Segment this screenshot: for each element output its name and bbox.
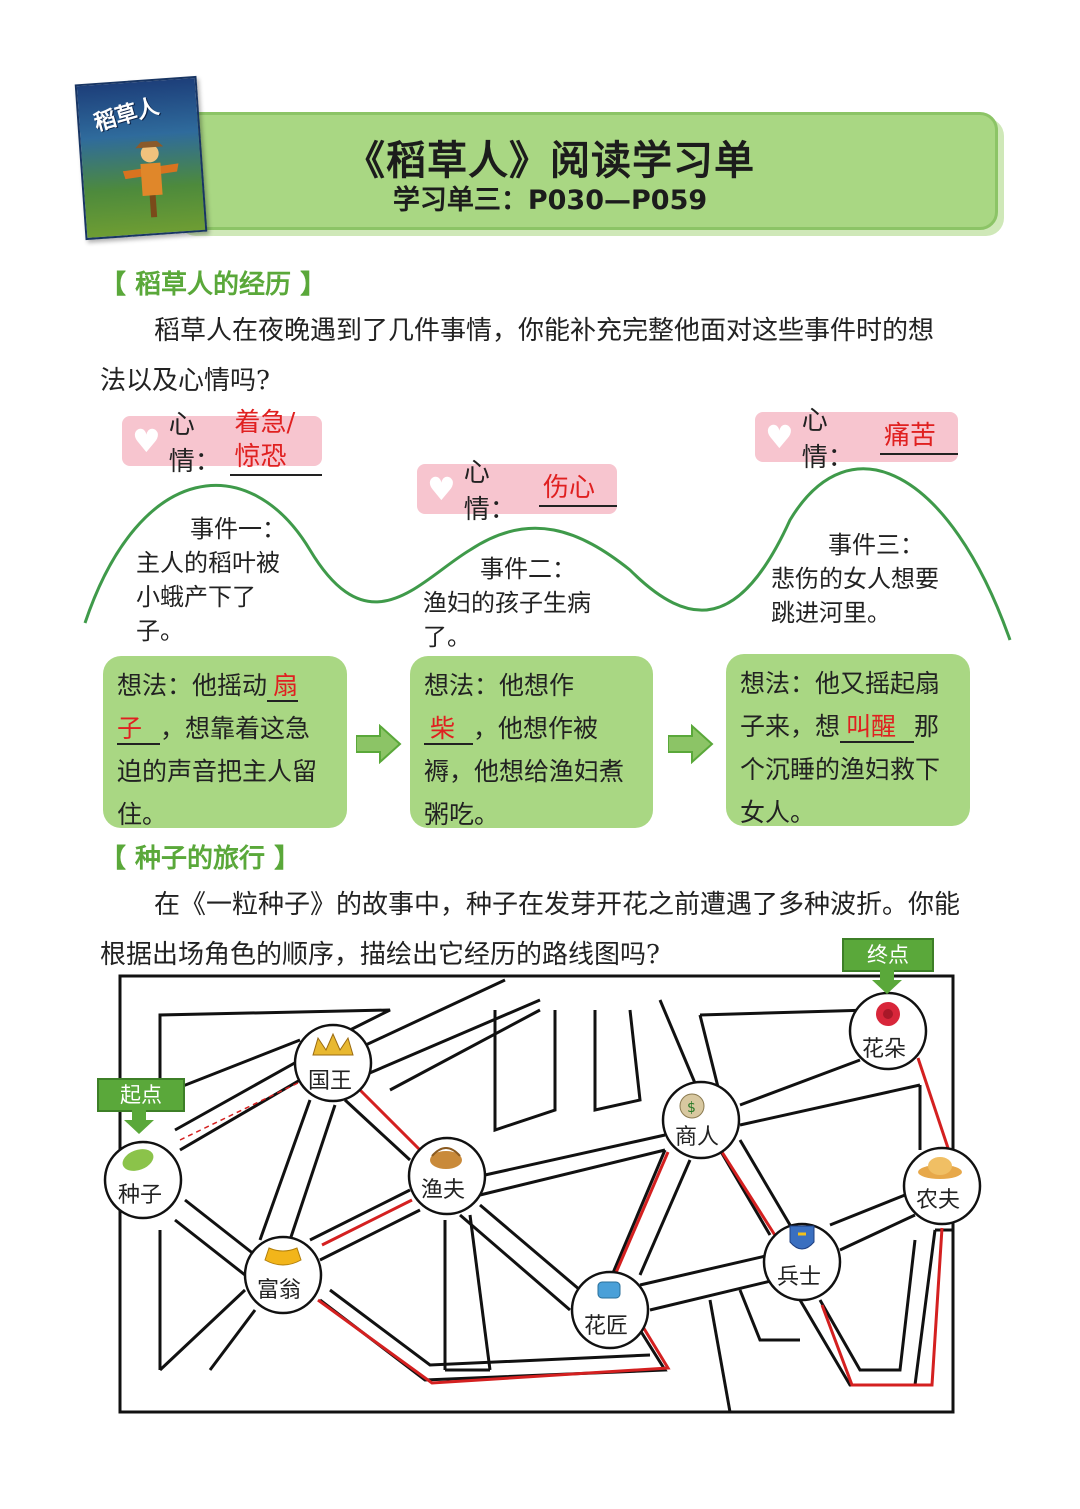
event-3-title: 事件三： (828, 531, 924, 559)
arrow-down-icon (872, 970, 902, 994)
thought-box-3: 想法：他又摇起扇子来，想叫醒那个沉睡的渔妇救下女人。 (726, 654, 970, 827)
node-label: 兵士 (777, 1265, 821, 1290)
node-rich-man (243, 1235, 323, 1315)
thought-answer: 叫醒 (840, 712, 915, 743)
node-soldier (762, 1222, 842, 1302)
mood-box-1: ♥ 心情： 着急/惊恐 (122, 408, 322, 477)
node-farmer (902, 1146, 982, 1226)
arrow-right-icon (668, 724, 714, 764)
node-label: 富翁 (257, 1278, 301, 1303)
event-2-title: 事件二： (480, 555, 576, 583)
svg-text:$: $ (687, 1100, 696, 1116)
thought-answer: 柴 (424, 714, 474, 745)
story-wave-line (83, 467, 1012, 641)
heart-icon: ♥ (765, 418, 794, 456)
node-king (293, 1023, 373, 1103)
thought-text-after: ，他想作被褥，他想给渔妇煮粥吃。 (424, 714, 625, 829)
page-subtitle: 学习单三：P030—P059 (392, 185, 708, 216)
node-seed (103, 1140, 183, 1220)
scarecrow-icon (122, 140, 179, 218)
thought-text-after: ，想靠着这急迫的声音把主人留住。 (117, 714, 318, 829)
node-label: 农夫 (916, 1188, 960, 1213)
heart-icon: ♥ (132, 422, 161, 460)
mood-label: 心情： (801, 406, 854, 473)
title-banner (172, 112, 998, 230)
section-heading-experience: 【 稻草人的经历 】 (100, 270, 327, 300)
thought-text-after: 那个沉睡的渔妇救下女人。 (740, 712, 941, 827)
section-heading-seed-journey: 【 种子的旅行 】 (100, 844, 301, 874)
node-fisherman (407, 1136, 487, 1216)
node-label: 渔夫 (421, 1178, 465, 1203)
node-flower (848, 991, 928, 1071)
section1-intro: 稻草人在夜晚遇到了几件事情，你能补充完整他面对这些事件时的想法以及心情吗? (100, 316, 935, 396)
mood-box-3: ♥ 心情： 痛苦 (755, 406, 958, 473)
event-3-text: 悲伤的女人想要跳进河里。 (771, 565, 939, 627)
node-label: 商人 (675, 1125, 719, 1150)
book-cover: 稻草人 (74, 75, 208, 241)
mood-box-2: ♥ 心情： 伤心 (417, 458, 617, 525)
node-label: 花朵 (862, 1037, 906, 1062)
mood-answer: 伤心 (539, 471, 617, 507)
thought-box-2: 想法：他想作柴，他想作被褥，他想给渔妇煮粥吃。 (410, 656, 653, 829)
end-tag: 终点 (842, 938, 934, 972)
section2-intro: 在《一粒种子》的故事中，种子在发芽开花之前遭遇了多种波折。你能根据出场角色的顺序… (100, 890, 961, 970)
page-title: 《稻草人》阅读学习单 (345, 138, 755, 184)
mood-answer: 痛苦 (880, 419, 958, 455)
start-tag: 起点 (97, 1078, 185, 1112)
arrow-right-icon (356, 724, 402, 764)
node-label: 种子 (118, 1183, 162, 1208)
thought-box-1: 想法：他摇动扇子，想靠着这急迫的声音把主人留住。 (103, 656, 347, 829)
node-gardener (570, 1270, 650, 1350)
arrow-down-icon (124, 1110, 154, 1134)
mood-answer: 着急/惊恐 (230, 406, 322, 476)
mood-label: 心情： (463, 458, 516, 525)
event-2-text: 渔妇的孩子生病了。 (423, 589, 591, 651)
thought-answer: 扇子 (117, 671, 299, 745)
thought-text-before: 想法：他摇动 (117, 671, 268, 700)
thought-text-before: 想法：他又摇起扇子来，想 (740, 669, 941, 741)
heart-icon: ♥ (427, 470, 456, 508)
thought-text-before: 想法：他想作 (424, 671, 575, 700)
node-label: 花匠 (584, 1314, 628, 1339)
event-1-text: 主人的稻叶被小蛾产下了子。 (136, 549, 280, 645)
mood-label: 心情： (168, 410, 221, 477)
node-merchant: $ (661, 1080, 741, 1160)
node-label: 国王 (308, 1069, 352, 1094)
event-1-title: 事件一： (190, 515, 286, 543)
